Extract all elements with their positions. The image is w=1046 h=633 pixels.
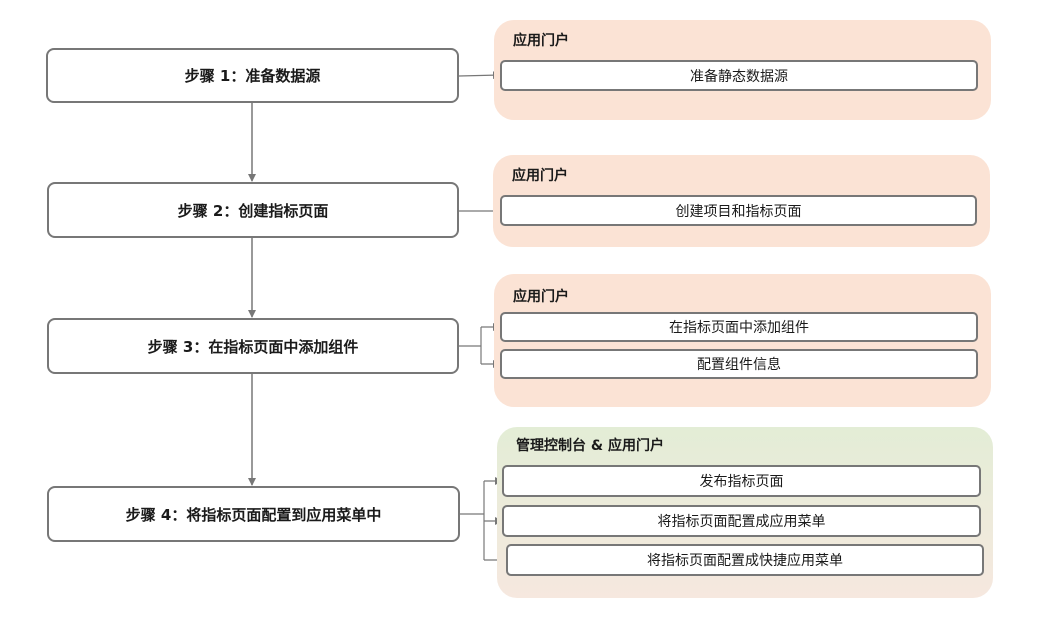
panel-4-title: 管理控制台 & 应用门户 xyxy=(516,438,664,454)
panel-4-item-3-label: 将指标页面配置成快捷应用菜单 xyxy=(647,553,843,569)
panel-2-title: 应用门户 xyxy=(512,168,568,184)
panel-1-title: 应用门户 xyxy=(513,33,569,49)
panel-4-item-3: 将指标页面配置成快捷应用菜单 xyxy=(506,544,984,576)
panel-2-item-1: 创建项目和指标页面 xyxy=(500,195,977,226)
step-3-label: 步骤 3：在指标页面中添加组件 xyxy=(147,337,359,356)
panel-4-item-2: 将指标页面配置成应用菜单 xyxy=(502,505,981,537)
panel-1-item-1-label: 准备静态数据源 xyxy=(690,68,788,85)
step-1-label: 步骤 1：准备数据源 xyxy=(184,67,321,85)
arrow-step1-to-item xyxy=(458,71,501,80)
panel-4-item-1: 发布指标页面 xyxy=(502,465,981,497)
step-4-label: 步骤 4：将指标页面配置到应用菜单中 xyxy=(125,505,382,524)
panel-3-title: 应用门户 xyxy=(513,289,569,305)
step-1-box: 步骤 1：准备数据源 xyxy=(46,48,459,103)
panel-3-item-1-label: 在指标页面中添加组件 xyxy=(669,320,809,336)
panel-1-item-1: 准备静态数据源 xyxy=(500,60,978,91)
panel-3-item-2: 配置组件信息 xyxy=(500,349,978,379)
panel-4-item-2-label: 将指标页面配置成应用菜单 xyxy=(657,514,826,530)
step-2-box: 步骤 2：创建指标页面 xyxy=(47,182,459,238)
panel-2-item-1-label: 创建项目和指标页面 xyxy=(675,203,802,220)
panel-3-item-1: 在指标页面中添加组件 xyxy=(500,312,978,342)
panel-4-item-1-label: 发布指标页面 xyxy=(699,474,784,490)
step-3-box: 步骤 3：在指标页面中添加组件 xyxy=(47,318,459,374)
panel-3-item-2-label: 配置组件信息 xyxy=(697,357,781,373)
step-2-label: 步骤 2：创建指标页面 xyxy=(177,201,329,220)
step-4-box: 步骤 4：将指标页面配置到应用菜单中 xyxy=(47,486,460,542)
